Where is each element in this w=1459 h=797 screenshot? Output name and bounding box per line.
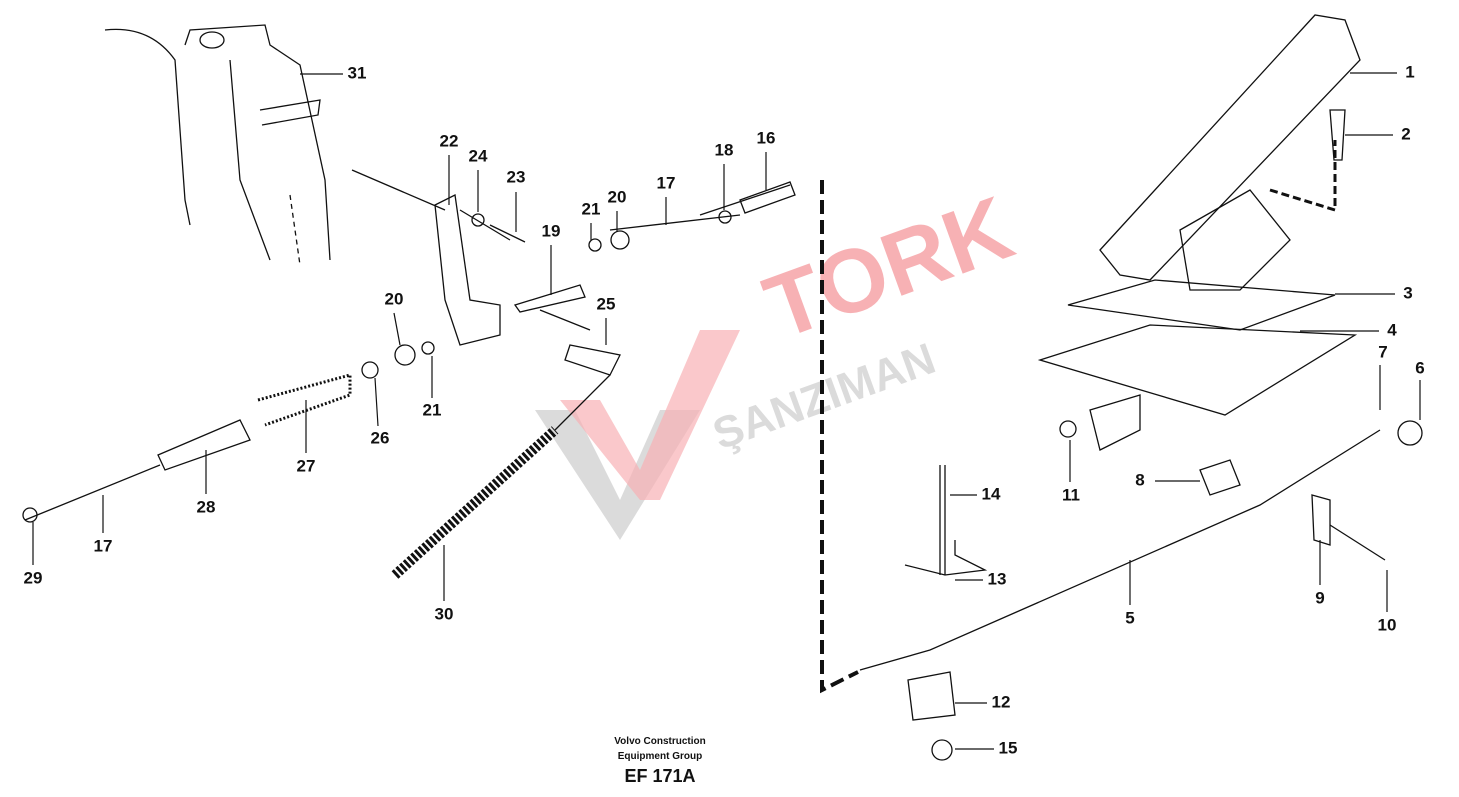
callout-23: 23 [507, 167, 526, 186]
callout-3: 3 [1403, 283, 1412, 302]
callout-20: 20 [608, 187, 627, 206]
callout-7: 7 [1378, 342, 1387, 361]
watermark-subtext: ŞANZIMAN [707, 334, 942, 459]
callout-30: 30 [435, 604, 454, 623]
callout-9: 9 [1315, 588, 1324, 607]
callout-13: 13 [988, 569, 1007, 588]
callout-21-lower: 21 [423, 400, 442, 419]
callout-16: 16 [757, 128, 776, 147]
callout-labels: 1 2 3 4 5 6 7 8 9 10 11 12 13 14 15 16 1… [24, 62, 1425, 757]
callout-2: 2 [1401, 124, 1410, 143]
callout-19: 19 [542, 221, 561, 240]
callout-14: 14 [982, 484, 1001, 503]
callout-28: 28 [197, 497, 216, 516]
callout-15: 15 [999, 738, 1018, 757]
accelerator-pedal [1037, 14, 1423, 451]
callout-17-lower: 17 [94, 536, 113, 555]
callout-25: 25 [597, 294, 616, 313]
callout-31: 31 [348, 63, 367, 82]
callout-11: 11 [1062, 485, 1080, 504]
callout-6: 6 [1415, 358, 1424, 377]
leader-lines [32, 72, 1421, 750]
dashed-routing-line [820, 180, 859, 694]
callout-26: 26 [371, 428, 390, 447]
callout-8: 8 [1135, 470, 1144, 489]
callout-24: 24 [469, 146, 488, 165]
callout-17: 17 [657, 173, 676, 192]
callout-18: 18 [715, 140, 734, 159]
callout-4: 4 [1387, 320, 1397, 339]
callout-10: 10 [1378, 615, 1397, 634]
callout-1: 1 [1405, 62, 1414, 81]
callout-29: 29 [24, 568, 43, 587]
company-name-line1: Volvo Construction [614, 736, 706, 747]
watermark-logo: TORK ŞANZIMAN [535, 178, 1025, 540]
callout-12: 12 [992, 692, 1011, 711]
engine-housing [104, 24, 331, 266]
callout-21: 21 [582, 199, 601, 218]
drawing-code: EF 171A [624, 766, 696, 786]
callout-22: 22 [440, 131, 459, 150]
callout-5: 5 [1125, 608, 1134, 627]
linkage-parts [22, 169, 796, 579]
callout-20-lower: 20 [385, 289, 404, 308]
throttle-cable [859, 429, 1386, 761]
watermark-text: TORK [753, 178, 1025, 359]
callout-27: 27 [297, 456, 316, 475]
company-name-line2: Equipment Group [617, 751, 703, 762]
